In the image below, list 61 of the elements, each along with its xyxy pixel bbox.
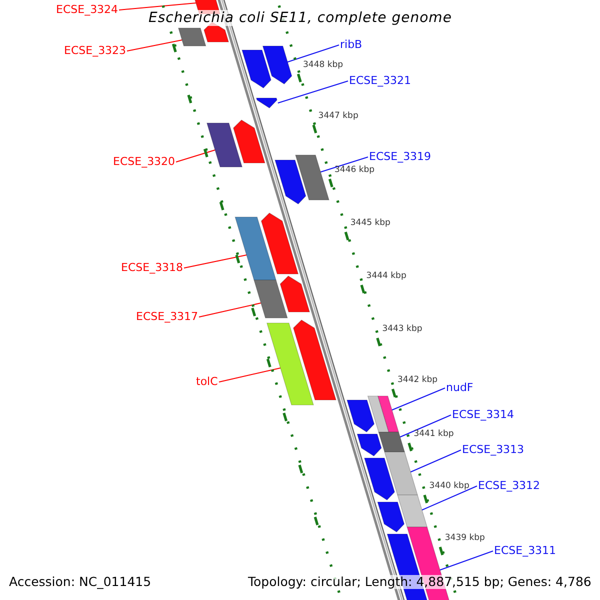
leader-line: [218, 368, 281, 382]
gene-block: [280, 276, 310, 312]
leader-line: [287, 44, 340, 62]
scale-label: 3440 kbp: [429, 482, 470, 492]
leader-line: [320, 156, 368, 172]
gene-bar: [384, 452, 418, 496]
gene-label: ribB: [340, 38, 362, 52]
gene-label: ECSE_3313: [462, 444, 524, 456]
gene-label: ECSE_3323: [64, 44, 126, 58]
leader-line: [410, 450, 462, 472]
gene-block: [293, 320, 336, 400]
gene-bar: [367, 396, 389, 432]
leader-line: [198, 302, 262, 318]
gene-block: [262, 46, 292, 84]
scale-label: 3447 kbp: [318, 112, 358, 122]
gene-bar: [206, 122, 242, 168]
leader-line: [392, 388, 446, 410]
leader-line: [440, 550, 494, 570]
gene-bar: [377, 396, 399, 432]
gene-label: nudF: [446, 382, 474, 394]
gene-label: ECSE_3320: [113, 156, 176, 168]
gene-label: ECSE_3319: [369, 150, 432, 164]
gene-bar: [234, 216, 276, 280]
leader-line: [184, 254, 247, 268]
leader-line: [126, 40, 182, 52]
leader-line: [422, 486, 478, 510]
leader-line: [176, 150, 216, 162]
gene-label: ECSE_3318: [121, 262, 184, 274]
chart-title: Escherichia coli SE11, complete genome: [148, 10, 452, 26]
gene-block: [377, 502, 405, 532]
leader-line: [400, 414, 452, 438]
gene-block: [356, 434, 382, 456]
leader-line: [277, 80, 348, 104]
gene-label: ECSE_3324: [56, 4, 118, 16]
gene-bar: [266, 322, 314, 406]
scale-label: 3444 kbp: [366, 272, 406, 282]
gene-block: [233, 120, 266, 164]
scale-label: 3439 kbp: [444, 534, 485, 544]
gene-bar: [254, 280, 288, 318]
gene-label: ECSE_3314: [452, 408, 514, 422]
gene-label: ECSE_3321: [349, 74, 412, 88]
scale-label: 3448 kbp: [303, 61, 344, 71]
gene-label: ECSE_3317: [136, 310, 198, 324]
gene-bar: [378, 432, 405, 452]
leader-line: [118, 2, 196, 10]
gene-label: ECSE_3311: [494, 544, 556, 558]
scale-label: 3446 kbp: [334, 166, 375, 176]
scale-label: 3445 kbp: [350, 219, 390, 229]
gene-label: tolC: [196, 376, 218, 388]
gene-label: ECSE_3312: [478, 480, 540, 492]
topology-text: Topology: circular; Length: 4,887,515 bp; Genes: 4,786: [248, 575, 592, 590]
gene-bar: [397, 494, 428, 528]
gene-block: [256, 98, 278, 108]
accession-text: Accession: NC_011415: [9, 575, 152, 590]
gene-block: [274, 160, 306, 204]
gene-block: [346, 400, 375, 432]
gene-bar: [295, 154, 330, 200]
scale-label: 3443 kbp: [382, 325, 422, 335]
gene-block: [242, 50, 272, 88]
scale-label: 3441 kbp: [414, 430, 454, 440]
scale-label: 3442 kbp: [398, 376, 438, 386]
